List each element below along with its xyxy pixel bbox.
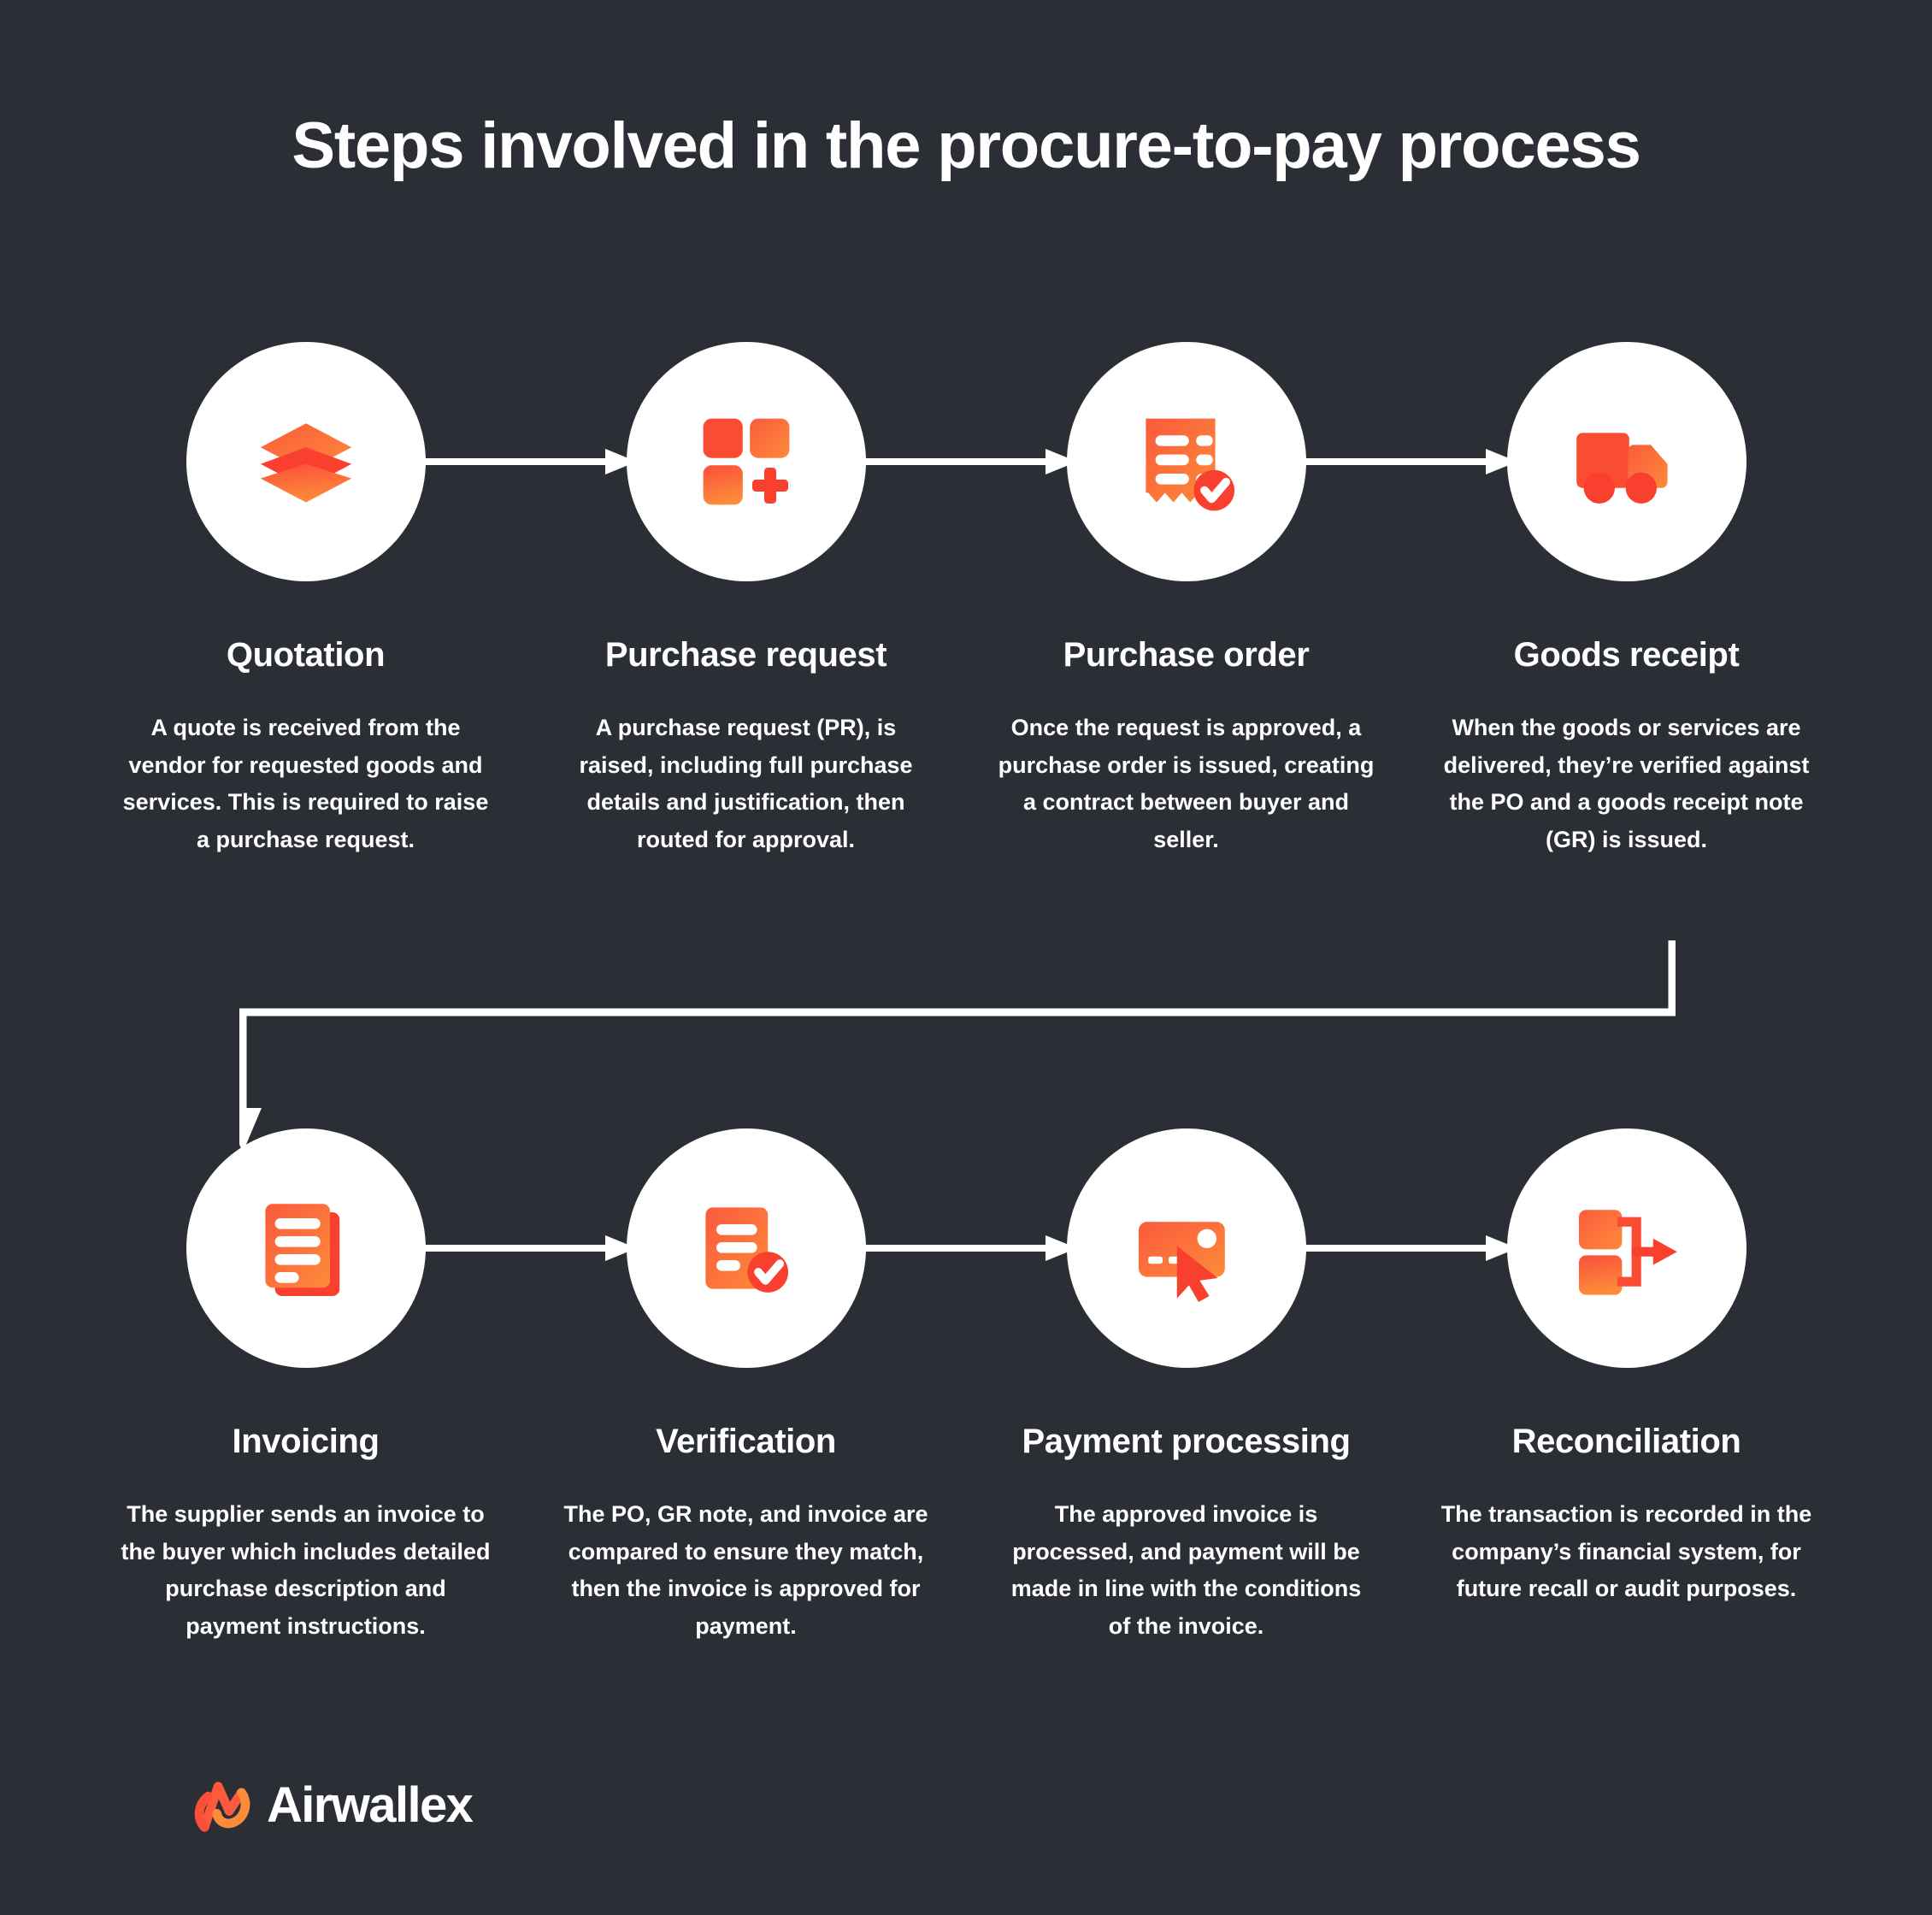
arrow-connector bbox=[858, 447, 1077, 476]
step-label: Invoicing bbox=[232, 1423, 380, 1460]
layers-stack-icon bbox=[260, 423, 351, 503]
step-description: When the goods or services are delivered… bbox=[1443, 715, 1810, 853]
step-label: Goods receipt bbox=[1513, 636, 1740, 674]
step-invoicing: Invoicing The supplier sends an invoice … bbox=[85, 1128, 637, 1646]
airwallex-logo-mark-icon bbox=[194, 1781, 250, 1832]
arrow-connector bbox=[1299, 447, 1517, 476]
step-description: A quote is received from the vendor for … bbox=[122, 715, 489, 853]
brand-name: Airwallex bbox=[267, 1777, 474, 1833]
grid-plus-icon bbox=[703, 418, 789, 505]
step-description: The transaction is recorded in the compa… bbox=[1440, 1501, 1812, 1602]
icon-circle bbox=[1066, 1128, 1306, 1368]
step-icon-area bbox=[85, 1128, 637, 1368]
process-row-2: Invoicing The supplier sends an invoice … bbox=[85, 1128, 1847, 1646]
step-description: The approved invoice is processed, and p… bbox=[1010, 1501, 1362, 1640]
arrow-connector bbox=[1299, 1234, 1517, 1263]
step-icon-area bbox=[526, 342, 1077, 581]
icon-circle bbox=[1066, 342, 1306, 581]
step-icon-area bbox=[1406, 342, 1847, 581]
step-label: Verification bbox=[656, 1423, 836, 1460]
step-payment-processing: Payment processing The approved invoice … bbox=[966, 1128, 1517, 1646]
process-row-1: Quotation A quote is received from the v… bbox=[85, 342, 1847, 859]
arrow-connector bbox=[418, 1234, 637, 1263]
step-description: The PO, GR note, and invoice are compare… bbox=[563, 1501, 928, 1640]
icon-circle bbox=[1506, 1128, 1746, 1368]
step-verification: Verification The PO, GR note, and invoic… bbox=[526, 1128, 1077, 1646]
document-check-icon bbox=[704, 1207, 788, 1293]
arrow-connector bbox=[418, 447, 637, 476]
step-icon-area bbox=[85, 342, 637, 581]
step-quotation: Quotation A quote is received from the v… bbox=[85, 342, 637, 859]
step-goods-receipt: Goods receipt When the goods or services… bbox=[1406, 342, 1847, 859]
icon-circle bbox=[186, 1128, 426, 1368]
step-icon-area bbox=[1406, 1128, 1847, 1368]
step-label: Reconciliation bbox=[1511, 1423, 1741, 1460]
step-label: Purchase request bbox=[604, 636, 887, 674]
step-description: A purchase request (PR), is raised, incl… bbox=[579, 715, 913, 853]
step-description: Once the request is approved, a purchase… bbox=[998, 715, 1375, 853]
step-purchase-request: Purchase request A purchase request (PR)… bbox=[526, 342, 1077, 859]
icon-circle bbox=[626, 1128, 866, 1368]
documents-stack-icon bbox=[264, 1204, 339, 1296]
step-icon-area bbox=[966, 342, 1517, 581]
page-title: Steps involved in the procure-to-pay pro… bbox=[292, 109, 1641, 182]
step-icon-area bbox=[966, 1128, 1517, 1368]
delivery-truck-icon bbox=[1576, 433, 1668, 504]
step-purchase-order: Purchase order Once the request is appro… bbox=[966, 342, 1517, 859]
step-label: Purchase order bbox=[1063, 636, 1310, 674]
step-description: The supplier sends an invoice to the buy… bbox=[121, 1501, 491, 1640]
step-label: Payment processing bbox=[1022, 1423, 1351, 1460]
brand-logo: Airwallex bbox=[190, 1777, 474, 1834]
step-label: Quotation bbox=[226, 636, 386, 674]
icon-circle bbox=[1506, 342, 1746, 581]
card-cursor-icon bbox=[1138, 1222, 1225, 1302]
flow-merge-arrow-icon bbox=[1578, 1210, 1677, 1295]
icon-circle bbox=[626, 342, 866, 581]
row-transition-arrow bbox=[239, 940, 1676, 1154]
receipt-check-icon bbox=[1145, 418, 1234, 511]
step-icon-area bbox=[526, 1128, 1077, 1368]
icon-circle bbox=[186, 342, 426, 581]
step-reconciliation: Reconciliation The transaction is record… bbox=[1406, 1128, 1847, 1646]
arrow-connector bbox=[858, 1234, 1077, 1263]
